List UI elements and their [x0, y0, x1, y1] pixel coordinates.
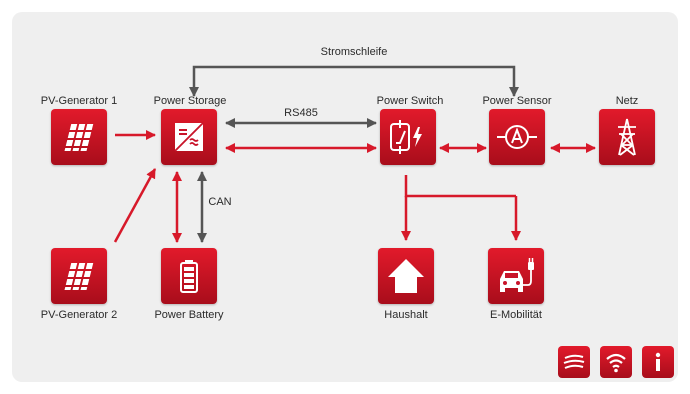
power-switch-node[interactable] — [380, 109, 436, 165]
switch-loads-line — [404, 175, 516, 198]
power-sensor-label: Power Sensor — [482, 95, 552, 107]
pv-generator-2-node[interactable] — [51, 248, 107, 304]
wifi-icon — [606, 353, 626, 373]
house-icon — [388, 259, 424, 293]
stromschleife-line — [189, 65, 519, 97]
can-label: CAN — [208, 196, 232, 208]
netz-label: Netz — [615, 95, 639, 107]
ammeter-icon — [497, 125, 537, 149]
e-mobility-node[interactable] — [488, 248, 544, 304]
solar-panel-icon — [64, 263, 94, 290]
stromschleife-label: Stromschleife — [320, 46, 388, 58]
info-icon — [655, 352, 661, 371]
power-switch-label: Power Switch — [376, 95, 444, 107]
battery-icon — [180, 260, 198, 293]
brand-logo-button[interactable] — [558, 346, 590, 378]
pv2-storage-line — [113, 168, 157, 243]
electric-car-icon — [500, 258, 534, 292]
rs485-label: RS485 — [284, 107, 318, 119]
switch-icon — [390, 120, 422, 154]
power-battery-label: Power Battery — [154, 309, 224, 321]
power-battery-node[interactable] — [161, 248, 217, 304]
netz-node[interactable] — [599, 109, 655, 165]
haushalt-label: Haushalt — [384, 309, 428, 321]
solar-panel-icon — [64, 124, 94, 151]
connection-lines — [113, 65, 596, 243]
pv-generator-1-label: PV-Generator 1 — [40, 95, 118, 107]
power-sensor-node[interactable] — [489, 109, 545, 165]
haushalt-node[interactable] — [378, 248, 434, 304]
brand-logo-icon — [563, 354, 585, 369]
power-pylon-icon — [618, 118, 636, 156]
diagram-card: Stromschleife RS485 CAN PV-Generator 1 P… — [12, 12, 678, 382]
pv-generator-1-node[interactable] — [51, 109, 107, 165]
power-storage-label: Power Storage — [153, 95, 227, 107]
power-storage-node[interactable] — [161, 109, 217, 165]
pv-generator-2-label: PV-Generator 2 — [40, 309, 118, 321]
inverter-icon — [174, 122, 204, 152]
e-mobility-label: E-Mobilität — [490, 309, 542, 321]
info-button[interactable] — [642, 346, 674, 378]
wifi-button[interactable] — [600, 346, 632, 378]
